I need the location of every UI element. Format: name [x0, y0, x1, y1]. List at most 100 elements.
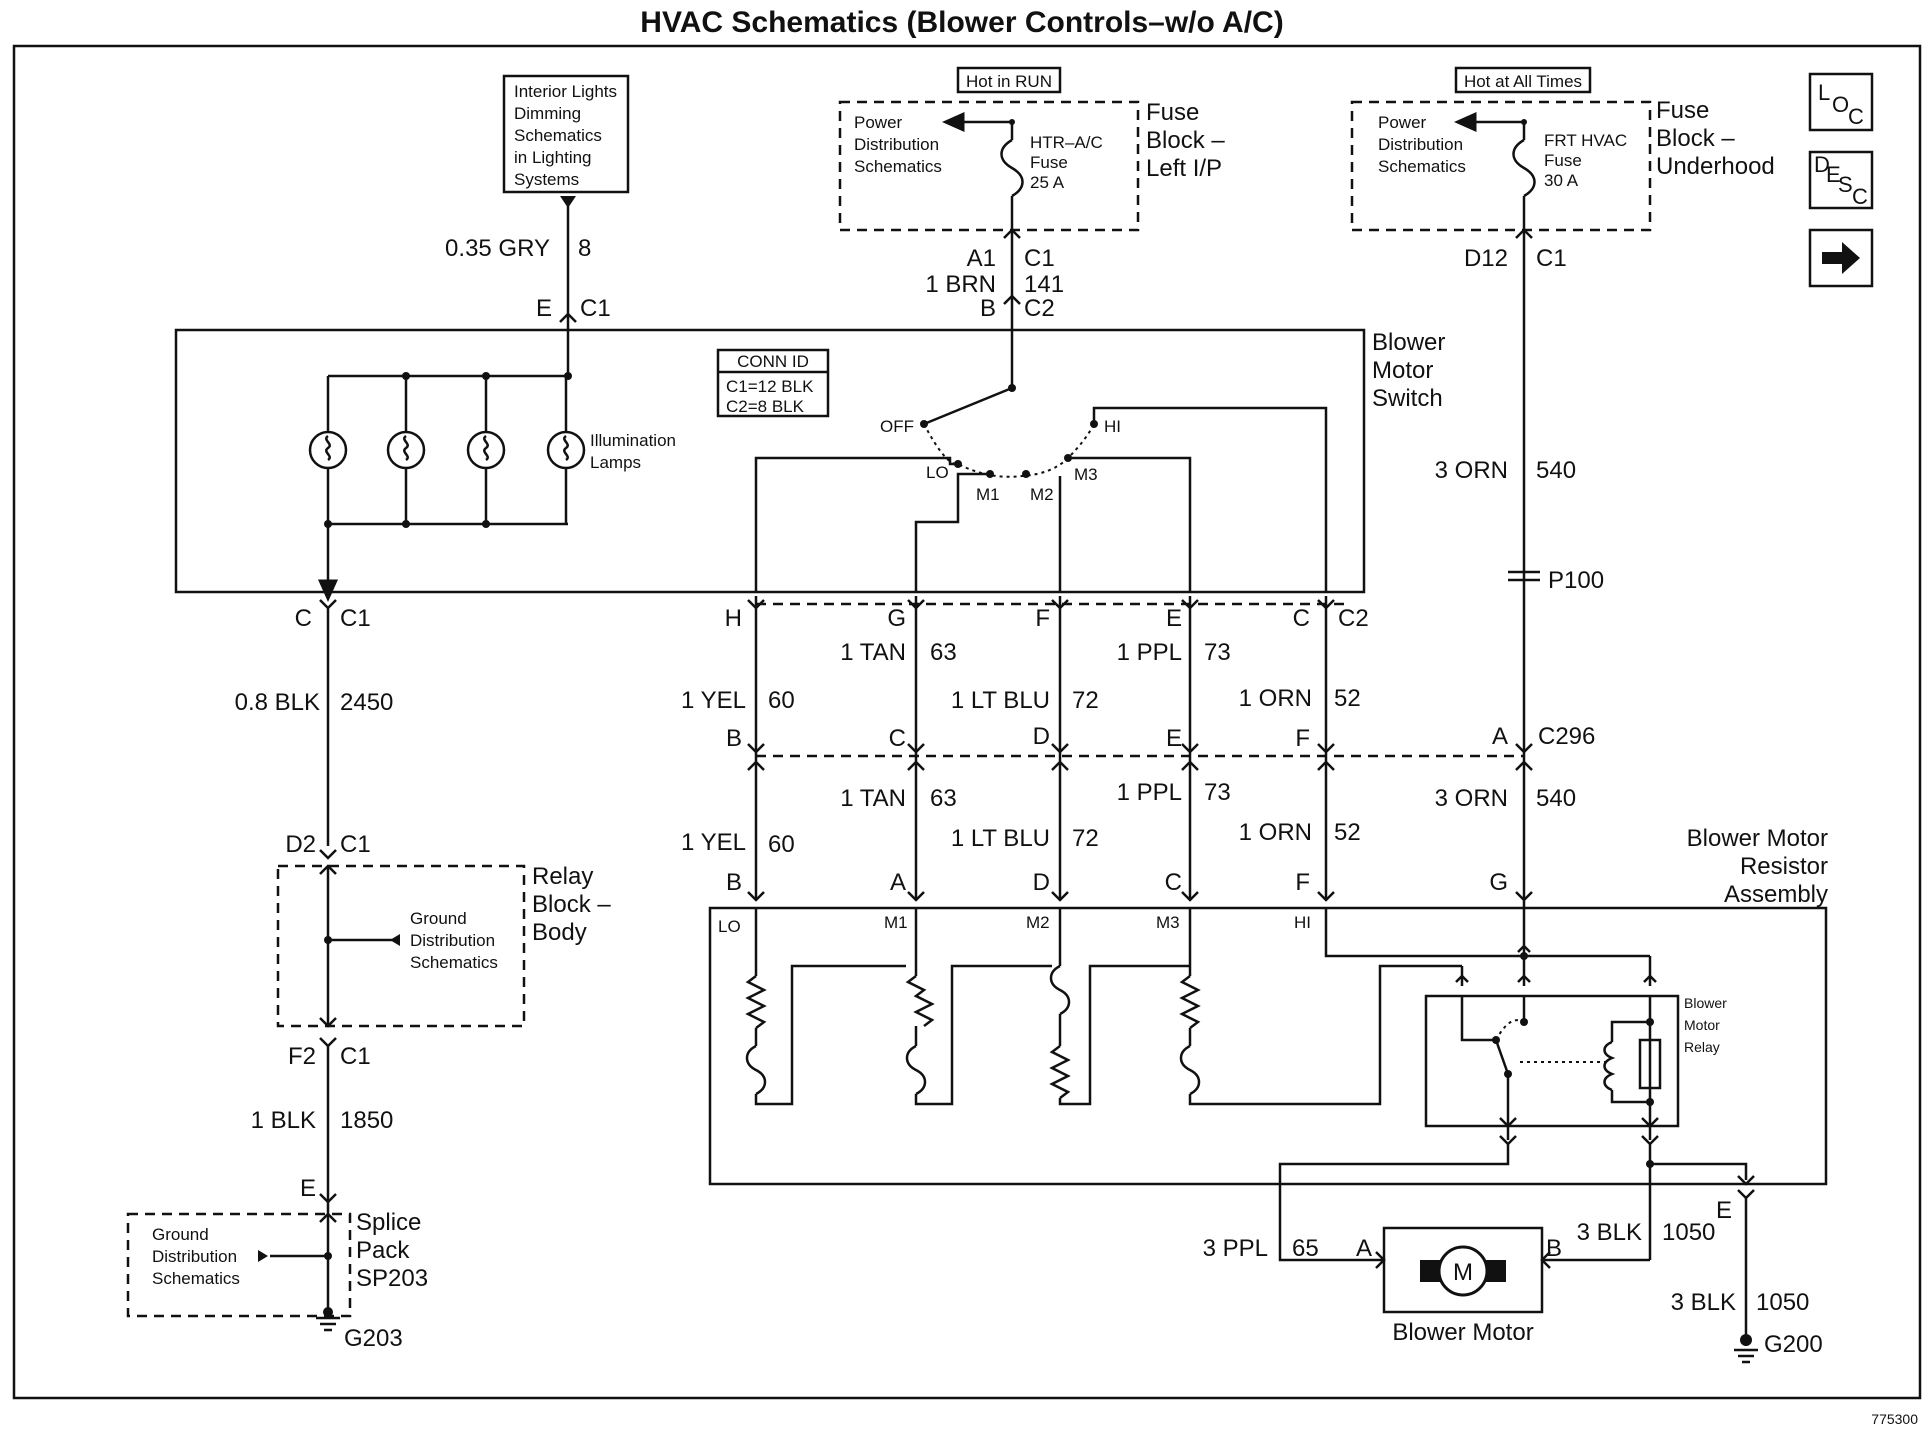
lamp-3	[466, 376, 506, 524]
wire-tan-upper-circuit: 63	[930, 639, 957, 666]
res-pin-f: F	[1295, 869, 1310, 896]
lamps-label-2: Lamps	[590, 453, 641, 472]
svg-text:D: D	[1814, 152, 1830, 177]
wire-ppl-lower-circuit: 73	[1204, 779, 1231, 806]
lamp-2	[386, 376, 426, 524]
wire-orn-lower-gauge: 1 ORN	[1239, 819, 1312, 846]
c296-conn: C296	[1538, 723, 1595, 750]
interior-lights-line2: Dimming	[514, 104, 581, 123]
blk1050-g200-gauge: 3 BLK	[1671, 1289, 1736, 1316]
switch-label-line2: Motor	[1372, 357, 1433, 384]
figure-id: 775300	[1871, 1411, 1918, 1427]
g200-label: G200	[1764, 1331, 1823, 1358]
brn-conn1: C1	[1024, 245, 1055, 272]
f2-conn: C1	[340, 1043, 371, 1070]
switch-label-line1: Blower	[1372, 329, 1445, 356]
c296-pin-f: F	[1295, 725, 1310, 752]
c1-left-conn: C1	[340, 605, 371, 632]
d12-pin: D12	[1464, 245, 1508, 272]
wire-ppl-upper-gauge: 1 PPL	[1117, 639, 1182, 666]
fuse-under-amps: 30 A	[1544, 171, 1579, 190]
fuse-underhood-icon	[1512, 138, 1536, 198]
blower-motor-relay-box	[1424, 994, 1680, 1128]
gnd-dist-relay-1: Ground	[410, 909, 467, 928]
conn-id-c1: C1=12 BLK	[726, 377, 814, 396]
p100-label: P100	[1548, 567, 1604, 594]
next-page-button[interactable]	[1808, 228, 1874, 288]
fuse-left-fuse: Fuse	[1030, 153, 1068, 172]
blk2450-gauge: 0.8 BLK	[235, 689, 320, 716]
svg-text:S: S	[1838, 172, 1853, 197]
res-pin-c: C	[1165, 869, 1182, 896]
c296-pin-e: E	[1166, 725, 1182, 752]
brn-pin2: B	[980, 295, 996, 322]
relay-label-2: Motor	[1684, 1017, 1720, 1033]
motor-label: Blower Motor	[1392, 1319, 1533, 1346]
ppl65-circuit: 65	[1292, 1235, 1319, 1262]
relay-block-line1: Relay	[532, 863, 593, 890]
wire-ppl-upper-circuit: 73	[1204, 639, 1231, 666]
switch-pos-lo: LO	[926, 463, 949, 482]
res-term-m1: M1	[884, 913, 908, 932]
resistor-label-3: Assembly	[1724, 881, 1828, 908]
pd-under-line1: Power	[1378, 113, 1427, 132]
blk2450-circuit: 2450	[340, 689, 393, 716]
c2-pin-c: C	[1293, 605, 1310, 632]
diagram-title: HVAC Schematics (Blower Controls–w/o A/C…	[640, 6, 1283, 39]
resistor-label-2: Resistor	[1740, 853, 1828, 880]
orn540-upper-circuit: 540	[1536, 457, 1576, 484]
conn-id-c2: C2=8 BLK	[726, 397, 805, 416]
ground-g203-icon	[316, 1316, 340, 1332]
res-term-m2: M2	[1026, 913, 1050, 932]
brn-gauge: 1 BRN	[925, 271, 996, 298]
c2-pin-h: H	[725, 605, 742, 632]
fuse-under-name: FRT HVAC	[1544, 131, 1627, 150]
wire-orn-lower-circuit: 52	[1334, 819, 1361, 846]
fuse-block-left-line3: Left I/P	[1146, 155, 1222, 182]
hot-in-run-box	[956, 66, 1062, 94]
switch-pos-m1: M1	[976, 485, 1000, 504]
brn-conn2: C2	[1024, 295, 1055, 322]
conn-id-box	[716, 348, 830, 418]
wire-yel-lower-circuit: 60	[768, 831, 795, 858]
blk1850-gauge: 1 BLK	[251, 1107, 316, 1134]
c296-pin-a: A	[1492, 723, 1508, 750]
relay-label-1: Blower	[1684, 995, 1727, 1011]
relay-block-line3: Body	[532, 919, 587, 946]
wire-ltblu-lower-circuit: 72	[1072, 825, 1099, 852]
gnd-dist-splice-2: Distribution	[152, 1247, 237, 1266]
blower-motor-box	[1382, 1226, 1544, 1314]
fuse-block-under-line1: Fuse	[1656, 97, 1709, 124]
switch-pos-off: OFF	[880, 417, 914, 436]
wire-gry-label: 0.35 GRY	[445, 235, 550, 262]
res-term-hi: HI	[1294, 913, 1311, 932]
gnd-dist-splice-3: Schematics	[152, 1269, 240, 1288]
res-pin-d: D	[1033, 869, 1050, 896]
splice-line1: Splice	[356, 1209, 421, 1236]
resistor-m3	[1179, 908, 1462, 1106]
res-term-m3: M3	[1156, 913, 1180, 932]
fuse-block-left-box	[838, 100, 1140, 232]
pd-under-line2: Distribution	[1378, 135, 1463, 154]
wire-ppl-lower-gauge: 1 PPL	[1117, 779, 1182, 806]
pd-left-line3: Schematics	[854, 157, 942, 176]
ppl65-gauge: 3 PPL	[1203, 1235, 1268, 1262]
pd-left-line2: Distribution	[854, 135, 939, 154]
gnd-dist-splice-1: Ground	[152, 1225, 209, 1244]
blk1050-gauge: 3 BLK	[1577, 1219, 1642, 1246]
splice-line2: Pack	[356, 1237, 410, 1264]
wire-ltblu-upper-circuit: 72	[1072, 687, 1099, 714]
conn-id-title: CONN ID	[737, 352, 809, 371]
relay-block-line2: Block –	[532, 891, 611, 918]
wire-yel-upper-circuit: 60	[768, 687, 795, 714]
relay-coil-icon	[1603, 1040, 1616, 1092]
lamp-4	[546, 376, 586, 524]
c1-left-pin: C	[295, 605, 312, 632]
res-pin-g: G	[1489, 869, 1508, 896]
interior-lights-line1: Interior Lights	[514, 82, 617, 101]
wire-tan-lower-circuit: 63	[930, 785, 957, 812]
c2-conn: C2	[1338, 605, 1369, 632]
gnd-dist-relay-2: Distribution	[410, 931, 495, 950]
